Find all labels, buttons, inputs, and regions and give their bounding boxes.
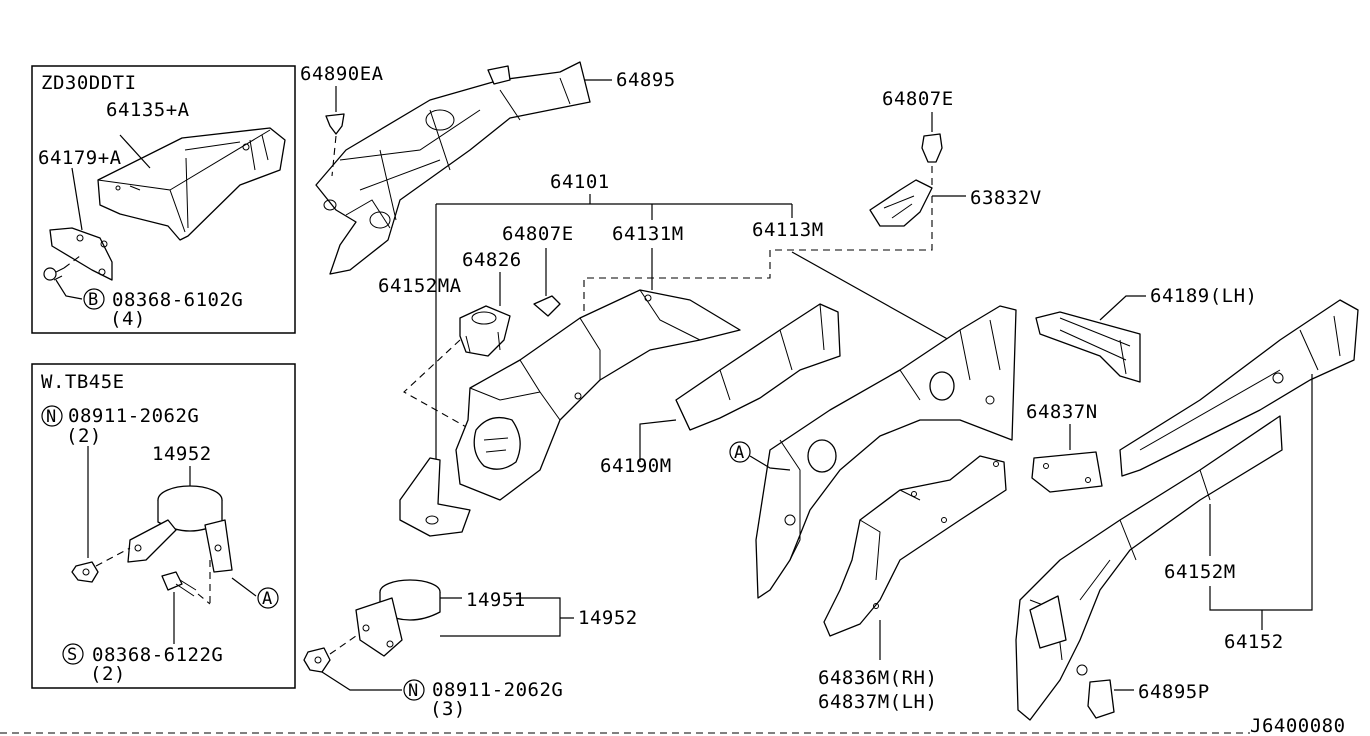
part-14952-clamp xyxy=(127,485,233,573)
label-64890ea: 64890EA xyxy=(300,63,384,85)
clip-64807e-mid xyxy=(533,295,561,317)
inset-tb45-title: W.TB45E xyxy=(41,371,125,393)
label-64113m: 64113M xyxy=(752,219,824,241)
ref-a-main-label: A xyxy=(734,443,745,463)
nut-08911-2062g-main xyxy=(303,647,331,673)
label-64152ma: 64152MA xyxy=(378,275,462,297)
label-64131m: 64131M xyxy=(612,223,684,245)
part-64113m-sidemember xyxy=(755,305,1017,599)
label-14951: 14951 xyxy=(466,589,526,611)
part-64131m-apron xyxy=(455,289,741,501)
label-64826: 64826 xyxy=(462,249,522,271)
inset-w-tb45e: W.TB45E N 08911-2062G (2) 14952 A S xyxy=(31,363,296,689)
diagram-id: J6400080 xyxy=(1250,715,1346,736)
part-64836m-panel xyxy=(823,455,1007,637)
label-nut-qty-inset: (2) xyxy=(66,425,102,447)
label-08368-6102g: 08368-6102G xyxy=(112,289,243,311)
label-64807e-mid: 64807E xyxy=(502,223,574,245)
label-64152m: 64152M xyxy=(1164,561,1236,583)
label-08911-2062g-main: 08911-2062G xyxy=(432,679,563,701)
bolt-mark-b xyxy=(83,288,105,310)
label-screw-qty: (2) xyxy=(90,663,126,685)
label-14952: 14952 xyxy=(578,607,638,629)
label-14952-inset: 14952 xyxy=(152,443,212,465)
clip-64890ea xyxy=(325,113,345,135)
part-64190m-member xyxy=(675,303,841,431)
part-63832v-bracket xyxy=(869,179,933,227)
part-64179a-plate xyxy=(49,227,113,281)
part-64895-member xyxy=(315,61,591,275)
label-64152: 64152 xyxy=(1224,631,1284,653)
part-64152ma-gusset xyxy=(399,457,471,537)
screw-mark-s-label: S xyxy=(67,645,78,665)
label-bolt-qty: (4) xyxy=(110,308,146,330)
bolt-08368-6102g xyxy=(43,267,65,281)
label-64190m: 64190M xyxy=(600,455,672,477)
label-64135a: 64135+A xyxy=(106,99,190,121)
bolt-mark-b-label: B xyxy=(88,290,99,310)
label-63832v: 63832V xyxy=(970,187,1042,209)
part-14951-clamp xyxy=(355,579,441,657)
nut-mark-n-main-label: N xyxy=(408,681,419,701)
ref-a-inset xyxy=(257,587,279,609)
label-64101: 64101 xyxy=(550,171,610,193)
nut-mark-n-main xyxy=(403,679,425,701)
part-64895p-cap xyxy=(1087,679,1115,719)
ref-a-main xyxy=(729,441,751,463)
part-64152m-rail xyxy=(1119,299,1359,477)
clip-64807e-top xyxy=(921,133,943,163)
label-64189-lh: 64189(LH) xyxy=(1150,285,1257,307)
label-64837n: 64837N xyxy=(1026,401,1098,423)
part-64826-bracket xyxy=(459,305,511,357)
label-nut-qty-main: (3) xyxy=(430,698,466,720)
part-64152-lower-member xyxy=(1015,415,1283,721)
label-64895: 64895 xyxy=(616,69,676,91)
nut-mark-n-label: N xyxy=(46,407,57,427)
part-64135a-bracket xyxy=(97,127,286,241)
label-08911-2062g-inset: 08911-2062G xyxy=(68,405,199,427)
inset-zd30ddti: ZD30DDTI 64135+A 64179+A B 08368-6102G (… xyxy=(31,65,296,334)
nut-08911-2062g-inset xyxy=(71,561,99,583)
ref-a-inset-label: A xyxy=(262,589,273,609)
label-64807e-top: 64807E xyxy=(882,88,954,110)
screw-08368-6122g xyxy=(161,571,197,597)
label-64179a: 64179+A xyxy=(38,147,122,169)
inset-zd30-title: ZD30DDTI xyxy=(41,72,137,94)
nut-mark-n xyxy=(41,405,63,427)
label-08368-6122g: 08368-6122G xyxy=(92,644,223,666)
label-64836m-rh: 64836M(RH) xyxy=(818,667,937,689)
screw-mark-s xyxy=(62,643,84,665)
label-64837m-lh: 64837M(LH) xyxy=(818,691,937,713)
part-64189-bracket xyxy=(1035,311,1141,383)
label-64895p: 64895P xyxy=(1138,681,1210,703)
part-64837n-plate xyxy=(1031,451,1103,493)
